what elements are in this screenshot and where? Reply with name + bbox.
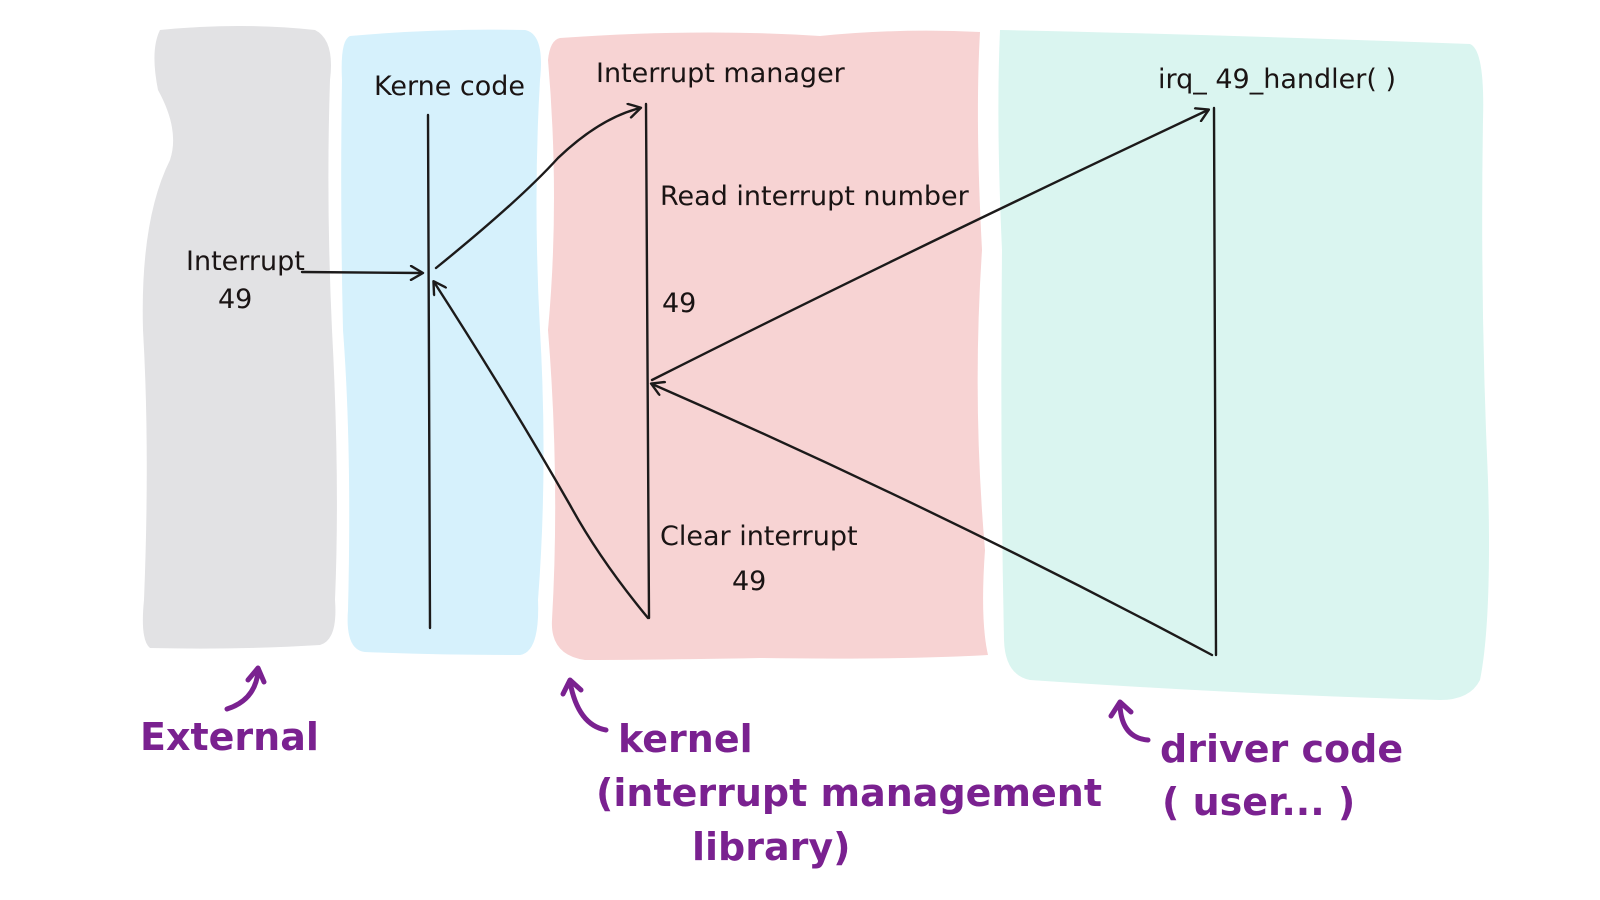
arrow-handler-return-to-manager: [652, 384, 1214, 657]
caption-arrow-kernel-icon: [560, 677, 609, 733]
caption-driver-title: driver code: [1160, 727, 1403, 771]
caption-external: External: [140, 715, 319, 759]
caption-arrow-driver-icon: [1108, 699, 1151, 743]
lifeline-interrupt-manager: [644, 102, 651, 620]
caption-arrow-external-icon: [224, 665, 267, 712]
lane-title-driver: irq_ 49_handler( ): [1158, 64, 1396, 95]
lane-title-interrupt-manager: Interrupt manager: [596, 58, 846, 89]
step-clear-value: 49: [732, 566, 766, 597]
step-read-value: 49: [662, 288, 696, 319]
interrupt-label: Interrupt: [186, 246, 305, 277]
arrow-manager-return-to-kernel: [434, 282, 650, 620]
lane-interrupt-manager: [548, 30, 988, 660]
lane-driver: [998, 30, 1489, 700]
lane-title-kernel-code: Kerne code: [374, 71, 525, 102]
lane-kernel-code: [341, 29, 544, 656]
arrow-manager-to-handler: [650, 110, 1208, 382]
lifeline-kernel-code: [426, 113, 432, 630]
caption-driver-desc: ( user... ): [1162, 780, 1355, 824]
lifeline-driver: [1212, 106, 1218, 657]
lane-external: [142, 26, 337, 649]
caption-kernel-desc: (interrupt management: [596, 771, 1102, 815]
step-read-interrupt: Read interrupt number: [660, 181, 970, 212]
arrow-kernel-to-manager: [434, 108, 640, 270]
caption-kernel-title: kernel: [618, 717, 753, 761]
arrow-interrupt-to-kernel: [300, 272, 422, 273]
step-clear-interrupt: Clear interrupt: [660, 521, 858, 552]
caption-kernel-desc-2: library): [692, 825, 851, 869]
interrupt-number: 49: [218, 284, 252, 315]
